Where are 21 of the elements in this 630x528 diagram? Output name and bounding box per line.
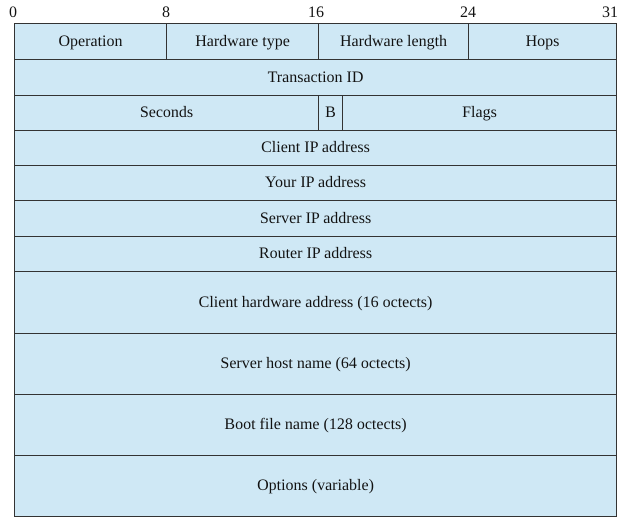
header-field: Seconds bbox=[14, 95, 319, 131]
header-field: Server host name (64 octects) bbox=[14, 333, 617, 395]
header-field: Router IP address bbox=[14, 236, 617, 272]
header-field: Boot file name (128 octects) bbox=[14, 394, 617, 456]
header-field: Hardware type bbox=[166, 23, 319, 60]
header-field: Hops bbox=[468, 23, 617, 60]
header-field: Client IP address bbox=[14, 130, 617, 166]
bit-number: 24 bbox=[460, 4, 476, 22]
header-field: Hardware length bbox=[318, 23, 469, 60]
bit-number: 0 bbox=[9, 4, 17, 22]
header-field: Your IP address bbox=[14, 165, 617, 201]
header-field: B bbox=[318, 95, 343, 131]
header-field: Options (variable) bbox=[14, 455, 617, 517]
header-field: Server IP address bbox=[14, 200, 617, 237]
bit-number: 31 bbox=[602, 4, 618, 22]
bit-number: 16 bbox=[308, 4, 324, 22]
header-field: Client hardware address (16 octects) bbox=[14, 271, 617, 334]
header-field: Flags bbox=[342, 95, 617, 131]
header-field: Operation bbox=[14, 23, 167, 60]
bit-number: 8 bbox=[162, 4, 170, 22]
header-field: Transaction ID bbox=[14, 59, 617, 96]
